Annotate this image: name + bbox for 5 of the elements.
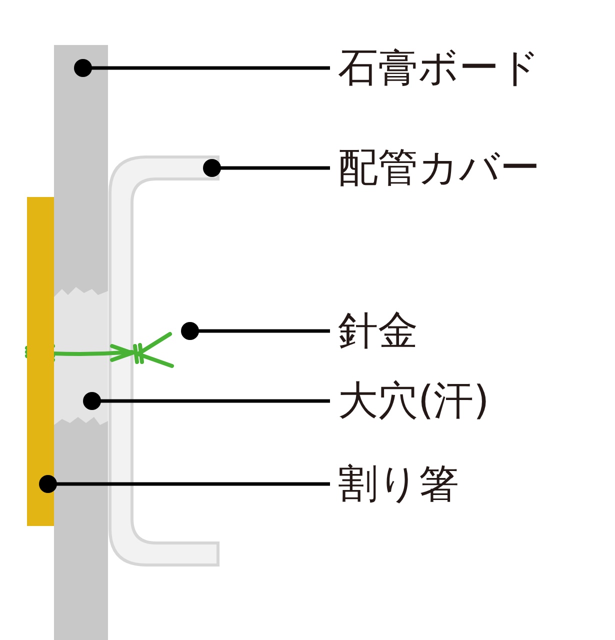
part-label: 大穴(汗) bbox=[330, 376, 490, 426]
part-label: 針金 bbox=[330, 306, 418, 356]
part-label: 割り箸 bbox=[330, 459, 459, 509]
part-label: 石膏ボード bbox=[330, 43, 540, 93]
part-label: 配管カバー bbox=[330, 143, 540, 193]
